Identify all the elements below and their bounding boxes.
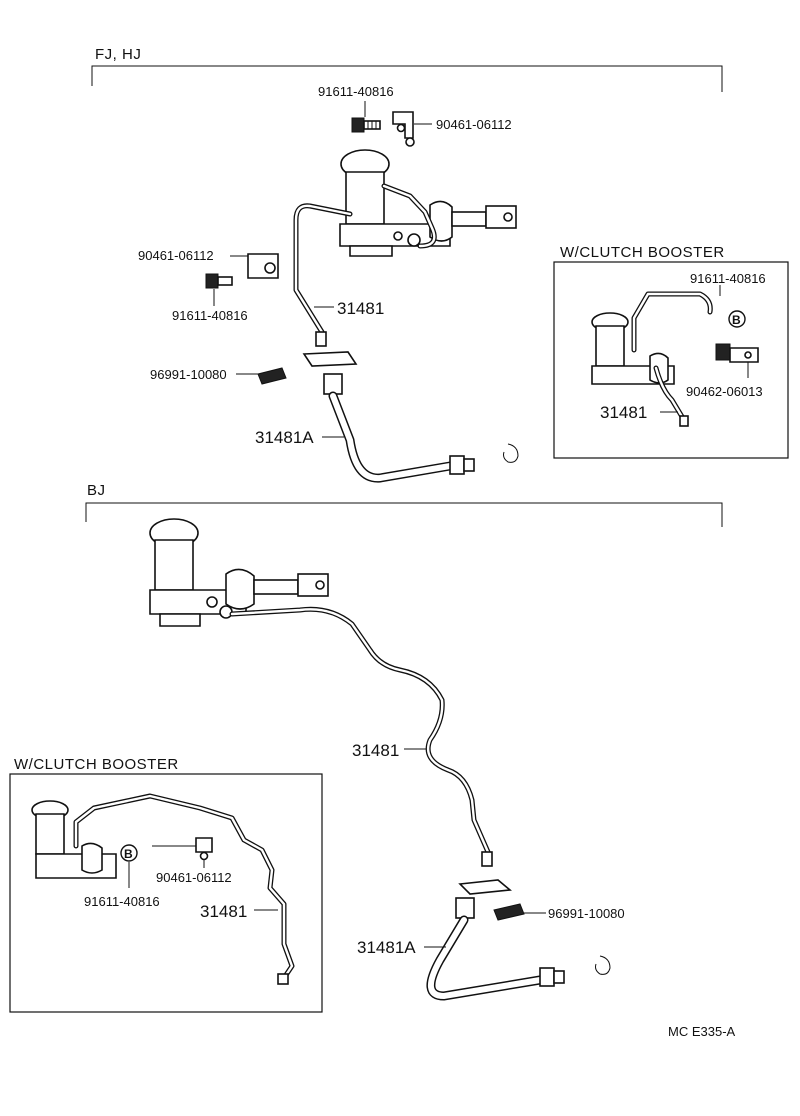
box-title-bottom-booster: W/CLUTCH BOOSTER (14, 756, 179, 773)
flare-nut-icon (481, 851, 493, 867)
label-bb-clip: 90461-06112 (156, 870, 232, 885)
diagram-code: MC E335-A (668, 1024, 736, 1039)
label-bb-bolt: 91611-40816 (84, 894, 160, 909)
box-frame-bottom-booster (9, 773, 323, 1013)
label-bb-tube: 31481 (200, 902, 247, 921)
master-cylinder-icon (339, 149, 517, 257)
clip-icon (493, 903, 525, 921)
clamp-icon (595, 955, 611, 975)
label-tb-tube: 31481 (600, 403, 647, 422)
clip-icon (195, 837, 213, 861)
clip-icon (257, 367, 287, 385)
box-frame-top-booster (553, 261, 789, 459)
flare-nut-icon (315, 331, 327, 347)
master-cylinder-icon (149, 518, 329, 627)
clamp-icon (503, 443, 519, 463)
bolt-marker-b: B (120, 844, 138, 862)
label-bj-plate: 96991-10080 (548, 906, 625, 921)
label-fj-plate: 96991-10080 (150, 367, 227, 382)
clip-icon (715, 343, 759, 363)
clip-icon (247, 253, 279, 279)
box-title-top-booster: W/CLUTCH BOOSTER (560, 244, 725, 261)
box-top-clutch-booster: W/CLUTCH BOOSTER 91611-40816 B 90462-060… (553, 244, 789, 459)
master-cylinder-icon (591, 312, 675, 385)
hose-end-icon (455, 897, 475, 919)
section-fj-hj: FJ, HJ 91611-40816 90461-06112 (91, 46, 723, 483)
label-bj-tube: 31481 (352, 741, 399, 760)
section-title-bj: BJ (87, 482, 106, 499)
hose-end-icon (323, 373, 343, 395)
label-fj-bolt-left: 91611-40816 (172, 308, 248, 323)
bolt-icon (351, 117, 381, 133)
section-bracket-bj (85, 502, 723, 527)
bolt-marker-b-label: B (732, 313, 741, 327)
label-tb-clip: 90462-06013 (686, 384, 763, 399)
master-cylinder-icon (31, 800, 117, 879)
gasket-plate-icon (458, 879, 512, 895)
label-fj-bolt-top: 91611-40816 (318, 84, 394, 99)
section-bracket-fj-hj (91, 65, 723, 92)
label-fj-tube: 31481 (337, 299, 384, 318)
section-bj: BJ 31481 96991-10080 (85, 482, 723, 1001)
gasket-plate-icon (302, 351, 358, 367)
label-fj-clip-top: 90461-06112 (436, 117, 512, 132)
label-bj-hose: 31481A (357, 938, 416, 957)
bolt-icon (205, 273, 233, 289)
clip-icon (392, 111, 415, 147)
section-title-fj-hj: FJ, HJ (95, 46, 141, 63)
label-fj-clip-left: 90461-06112 (138, 248, 214, 263)
bolt-marker-b: B (728, 310, 746, 328)
label-fj-hose: 31481A (255, 428, 314, 447)
bolt-marker-b-label: B (124, 847, 133, 861)
label-tb-bolt: 91611-40816 (690, 271, 766, 286)
box-bottom-clutch-booster: W/CLUTCH BOOSTER B 91611-40816 90461-061… (9, 756, 323, 1013)
